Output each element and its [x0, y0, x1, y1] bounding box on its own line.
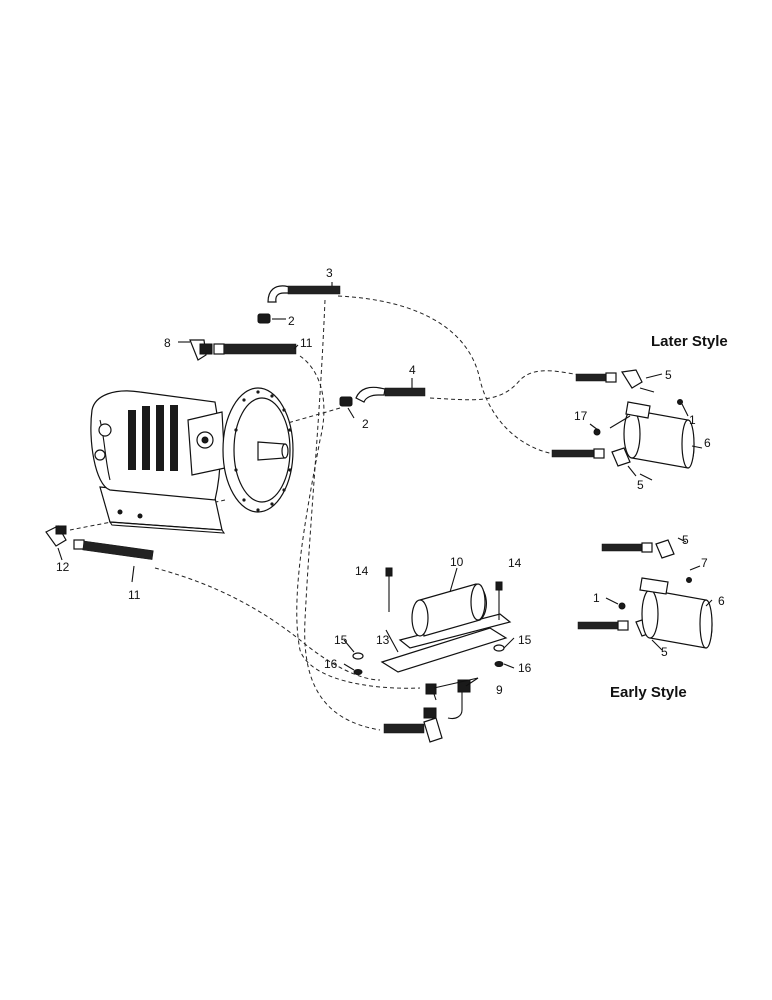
callout-7: 7 — [701, 556, 708, 570]
callout-8: 8 — [164, 336, 171, 350]
callout-6-early: 6 — [718, 594, 725, 608]
callout-1-early: 1 — [593, 591, 600, 605]
callout-13: 13 — [376, 633, 390, 647]
callout-3: 3 — [326, 266, 333, 280]
callout-labels: 3 2 8 11 4 2 12 11 5 1 17 6 5 5 7 1 6 5 … — [56, 266, 725, 697]
callout-15-left: 15 — [334, 633, 348, 647]
filter-early-style — [577, 539, 713, 649]
elbow-item-12 — [45, 525, 67, 561]
callout-2-mid: 2 — [362, 417, 369, 431]
callout-16-left: 16 — [324, 657, 338, 671]
callout-11-bottom: 11 — [128, 588, 141, 602]
callout-16-right: 16 — [518, 661, 532, 675]
callout-6-later: 6 — [704, 436, 711, 450]
callout-10: 10 — [450, 555, 464, 569]
callout-2-top: 2 — [288, 314, 295, 328]
hose-item-3 — [267, 282, 341, 303]
callout-14-right: 14 — [508, 556, 522, 570]
early-style-title: Early Style — [610, 684, 687, 701]
fitting-item-2-mid — [339, 396, 355, 419]
callout-5-early-top: 5 — [682, 533, 689, 547]
callout-5-early-bottom: 5 — [661, 645, 668, 659]
hose-item-4 — [355, 378, 426, 403]
callout-14-left: 14 — [355, 564, 369, 578]
callout-1-later: 1 — [689, 413, 696, 427]
hose-item-11-bottom — [73, 539, 154, 583]
leader-lines — [293, 344, 713, 671]
hose-item-11-top — [213, 343, 297, 355]
fitting-item-2-top — [257, 313, 286, 324]
callout-11-top: 11 — [300, 336, 313, 350]
callout-17: 17 — [574, 409, 588, 423]
callout-4: 4 — [409, 363, 416, 377]
filter-later-style — [551, 369, 695, 477]
callout-5-later-top: 5 — [665, 368, 672, 382]
later-style-title: Later Style — [651, 333, 728, 350]
callout-15-right: 15 — [518, 633, 532, 647]
callout-5-later-bottom: 5 — [637, 478, 644, 492]
callout-12: 12 — [56, 560, 70, 574]
elbow-item-8 — [178, 339, 213, 361]
transmission-assembly — [90, 387, 294, 534]
mounted-filter-item-10 — [352, 567, 512, 743]
callout-9: 9 — [496, 683, 503, 697]
